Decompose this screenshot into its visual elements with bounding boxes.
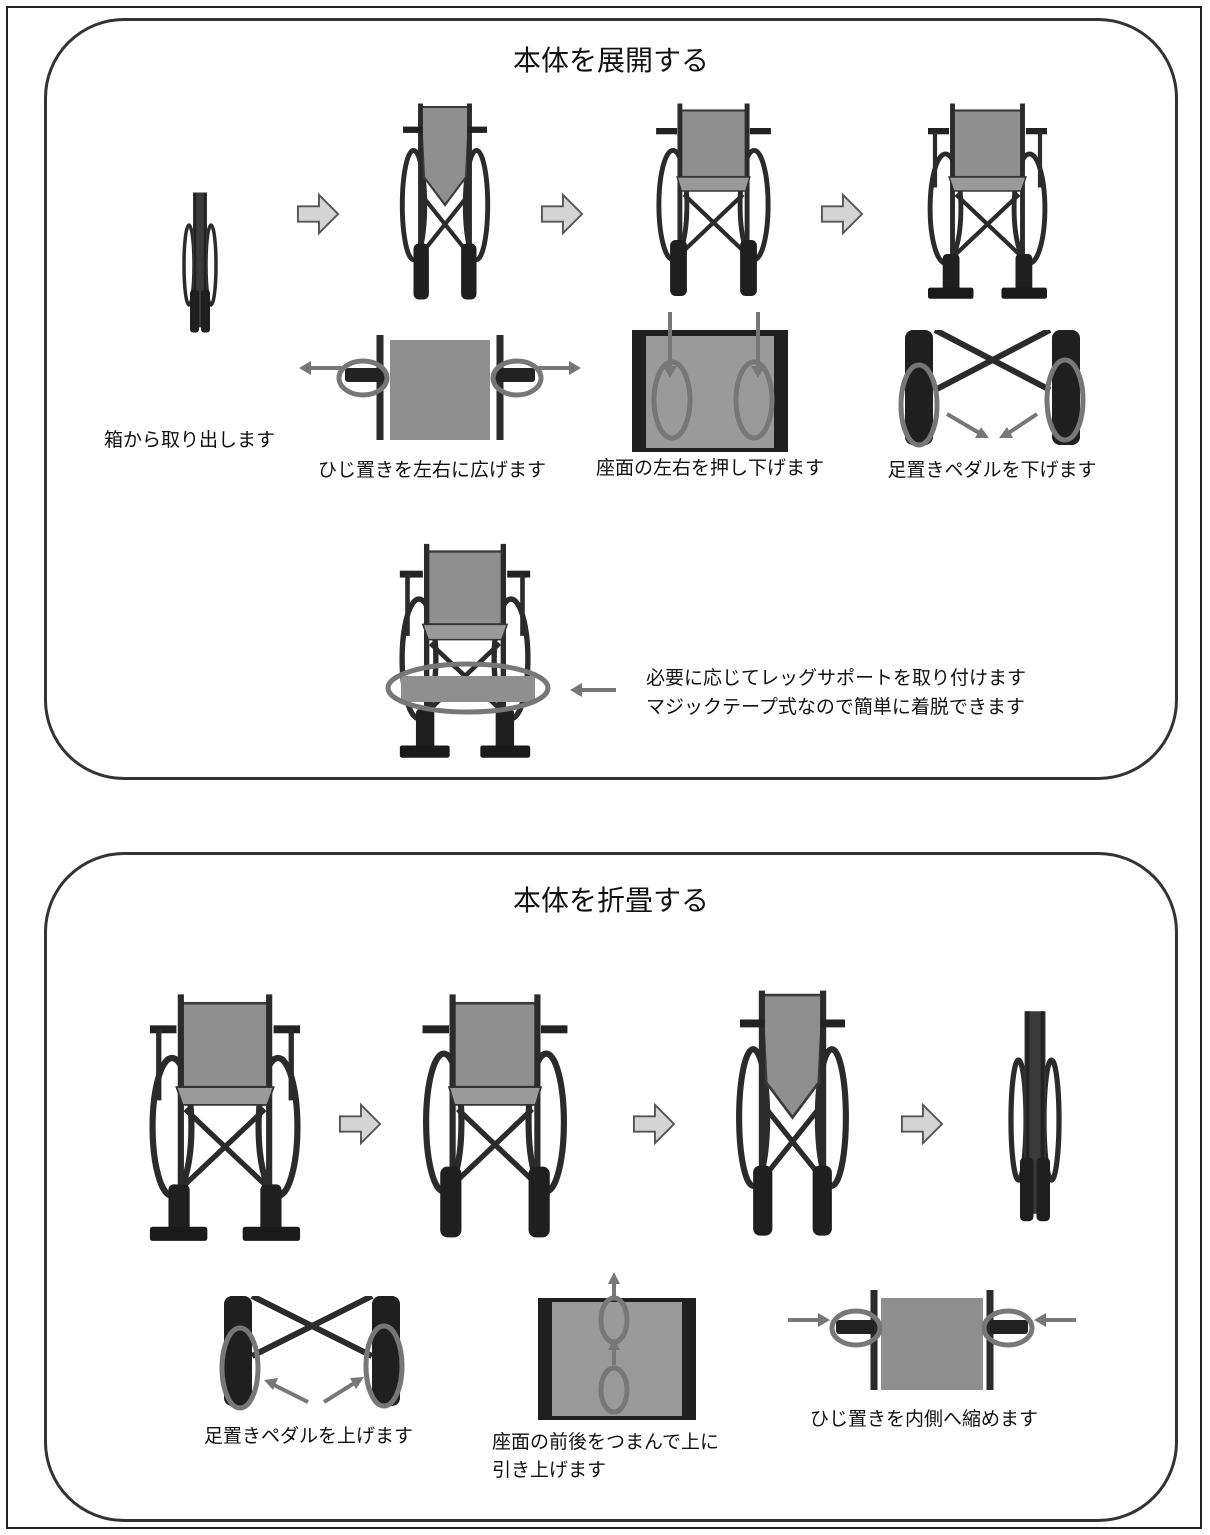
armrest-retract-detail bbox=[788, 1290, 1076, 1390]
fold-title: 本体を折畳する bbox=[512, 884, 709, 917]
leg-support-highlight bbox=[385, 661, 551, 715]
caption-fold-step2-line1: 座面の前後をつまんで上に bbox=[492, 1431, 720, 1453]
caption-fold-step3: ひじ置きを内側へ縮めます bbox=[809, 1408, 1039, 1430]
unfold-panel: 本体を展開する bbox=[44, 18, 1178, 780]
page-frame bbox=[6, 6, 1202, 1529]
step-arrow-icon bbox=[632, 1103, 676, 1145]
unfold-title: 本体を展開する bbox=[512, 44, 709, 77]
wheelchair-folded-image bbox=[182, 190, 218, 335]
wheelchair-partly-folded-image bbox=[705, 985, 880, 1250]
step-arrow-icon bbox=[820, 193, 864, 235]
wheelchair-open-image bbox=[125, 990, 325, 1255]
caption-unfold-step2: ひじ置きを左右に広げます bbox=[317, 459, 547, 481]
footrest-down-detail bbox=[898, 330, 1086, 448]
wheelchair-partly-open-image bbox=[370, 100, 520, 310]
caption-fold-step1: 足置きペダルを上げます bbox=[204, 1425, 414, 1447]
left-arrow-icon bbox=[570, 683, 616, 697]
footrest-up-detail bbox=[219, 1296, 405, 1411]
step-arrow-icon bbox=[338, 1103, 382, 1145]
armrest-spread-detail bbox=[299, 335, 581, 440]
wheelchair-pedals-up-image bbox=[395, 990, 595, 1255]
caption-fold-step2-line2: 引き上げます bbox=[492, 1459, 607, 1481]
caption-unfold-step4: 足置きペダルを下げます bbox=[887, 459, 1097, 481]
caption-leg-support-line1: 必要に応じてレッグサポートを取り付けます bbox=[646, 667, 1027, 689]
seat-pull-detail bbox=[538, 1272, 696, 1420]
wheelchair-fully-folded-image bbox=[960, 985, 1110, 1255]
seat-press-detail bbox=[632, 312, 788, 452]
caption-unfold-step1: 箱から取り出します bbox=[104, 429, 276, 451]
step-arrow-icon bbox=[296, 193, 340, 235]
step-arrow-icon bbox=[900, 1103, 944, 1145]
step-arrow-icon bbox=[540, 193, 584, 235]
wheelchair-open-image bbox=[626, 100, 801, 310]
wheelchair-pedals-down-image bbox=[900, 100, 1075, 310]
caption-unfold-step3: 座面の左右を押し下げます bbox=[595, 457, 825, 479]
fold-panel: 本体を折畳する bbox=[44, 852, 1178, 1522]
caption-leg-support-line2: マジックテープ式なので簡単に着脱できます bbox=[646, 696, 1025, 718]
leg-support-image bbox=[365, 540, 565, 770]
